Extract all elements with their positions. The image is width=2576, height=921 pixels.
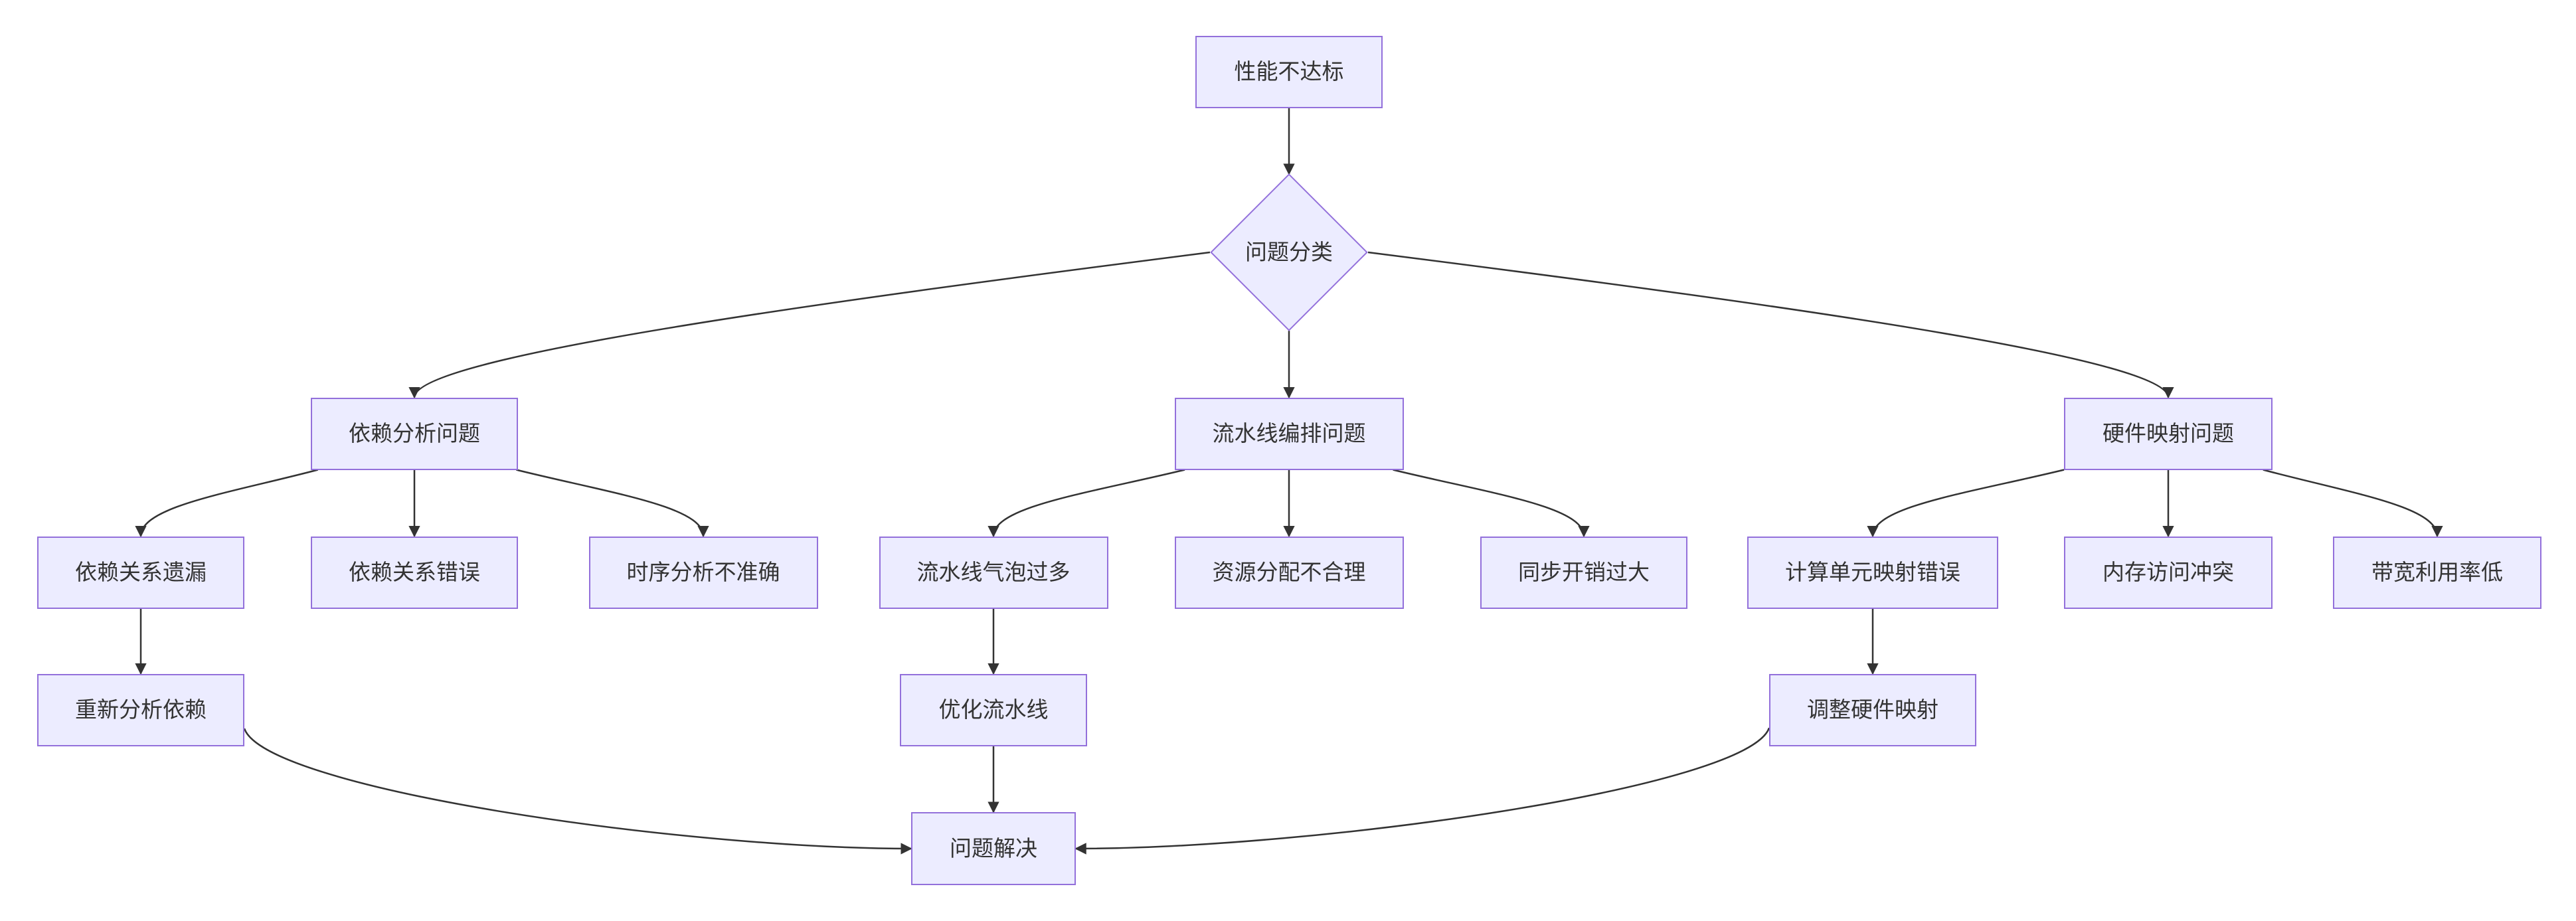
edge-pipe-b1: [987, 469, 1185, 538]
edge-hw-c1: [1867, 469, 2065, 538]
edge-dep-a1: [135, 469, 318, 538]
edge-hw-c3: [2263, 469, 2443, 538]
edge-d3-end: [1074, 727, 1770, 855]
edge-classify-dep: [408, 251, 1211, 399]
edge-d1-end: [243, 728, 912, 855]
edge-classify-hw: [1367, 251, 2174, 399]
edge-dep-a3: [516, 469, 709, 538]
edge-pipe-b3: [1393, 469, 1590, 538]
